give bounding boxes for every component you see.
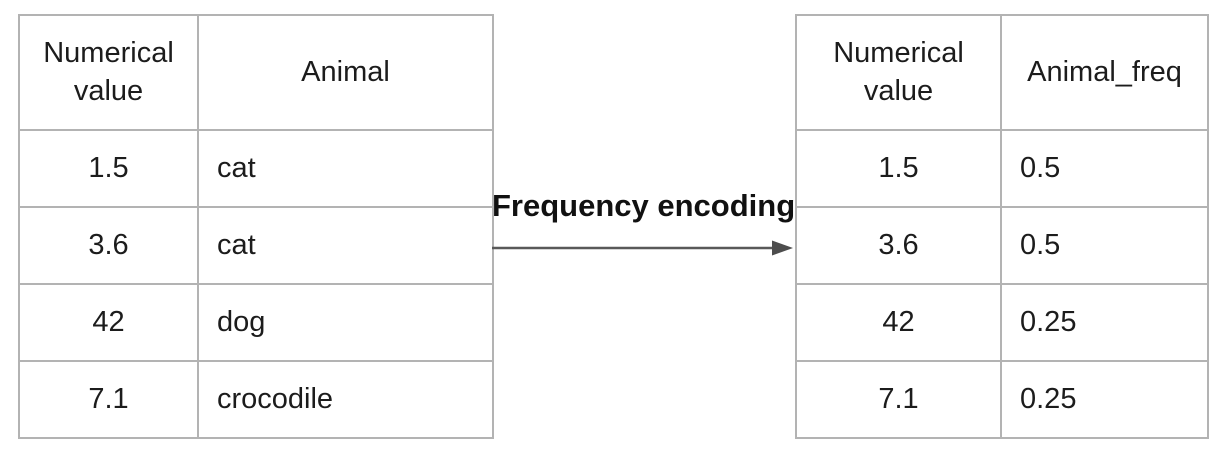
header-label: Numerical value (43, 37, 174, 107)
table-row: 3.6 cat (18, 206, 494, 285)
right-arrow-icon (492, 240, 793, 256)
cell-animal: cat (197, 206, 494, 285)
header-numerical-value: Numerical value (18, 14, 199, 131)
table-row: 1.5 cat (18, 129, 494, 208)
header-label: Animal_freq (1027, 55, 1182, 88)
cell-animal-freq: 0.5 (1000, 206, 1209, 285)
cell-numerical-value: 1.5 (18, 129, 199, 208)
header-animal-freq: Animal_freq (1000, 14, 1209, 131)
cell-animal-freq: 0.5 (1000, 129, 1209, 208)
cell-numerical-value: 1.5 (795, 129, 1002, 208)
cell-animal-freq: 0.25 (1000, 283, 1209, 362)
header-animal: Animal (197, 14, 494, 131)
cell-numerical-value: 3.6 (18, 206, 199, 285)
table-row: 1.5 0.5 (795, 129, 1209, 208)
table-row: 3.6 0.5 (795, 206, 1209, 285)
cell-numerical-value: 7.1 (795, 360, 1002, 439)
cell-animal: dog (197, 283, 494, 362)
header-label: Animal (301, 55, 390, 88)
table-header-row: Numerical value Animal (18, 14, 494, 131)
cell-animal: cat (197, 129, 494, 208)
source-table: Numerical value Animal 1.5 cat 3.6 cat 4… (18, 14, 494, 439)
table-row: 7.1 0.25 (795, 360, 1209, 439)
header-numerical-value: Numerical value (795, 14, 1002, 131)
cell-animal: crocodile (197, 360, 494, 439)
cell-numerical-value: 7.1 (18, 360, 199, 439)
table-row: 42 dog (18, 283, 494, 362)
cell-numerical-value: 3.6 (795, 206, 1002, 285)
cell-numerical-value: 42 (795, 283, 1002, 362)
cell-numerical-value: 42 (18, 283, 199, 362)
table-row: 42 0.25 (795, 283, 1209, 362)
encoded-table: Numerical value Animal_freq 1.5 0.5 3.6 … (795, 14, 1209, 439)
cell-animal-freq: 0.25 (1000, 360, 1209, 439)
header-label: Numerical value (833, 37, 964, 107)
arrow-label: Frequency encoding (492, 188, 796, 223)
table-header-row: Numerical value Animal_freq (795, 14, 1209, 131)
table-row: 7.1 crocodile (18, 360, 494, 439)
